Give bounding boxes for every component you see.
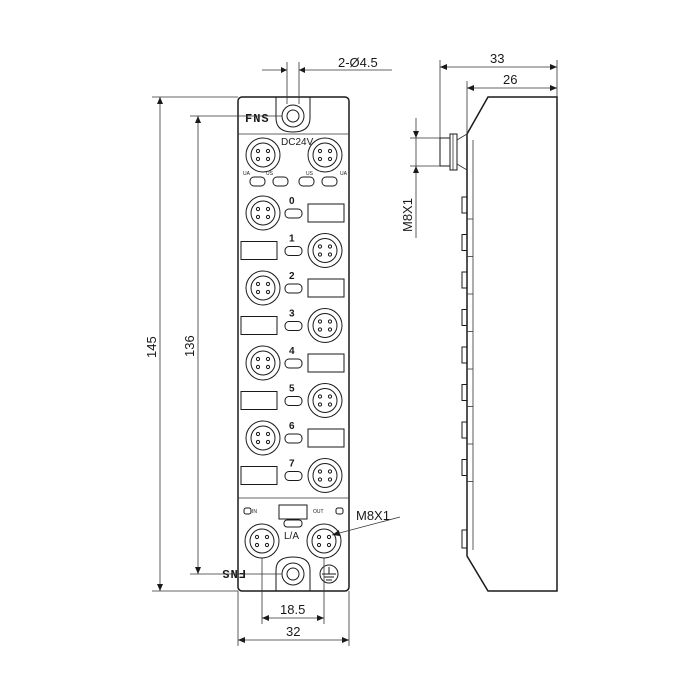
- channel-label-window: [240, 316, 278, 335]
- mounting-hole-icon: [275, 97, 311, 133]
- status-led-icon: [284, 321, 303, 331]
- status-led-icon: [284, 246, 303, 256]
- channel-label-window: [307, 203, 345, 223]
- status-led-icon: [284, 471, 303, 481]
- channel-number: 5: [289, 384, 295, 395]
- channel-number: 4: [289, 346, 295, 357]
- channel-label-window: [240, 241, 278, 260]
- front-dimensions: 2-Ø4.5 145 136 18.5 32 M8X1: [144, 55, 401, 646]
- address-window: [278, 504, 308, 520]
- channel-number: 3: [289, 309, 295, 320]
- dim-depth-total: 33: [490, 51, 504, 66]
- dim-connector-pitch: 18.5: [280, 602, 305, 617]
- channel-label-window: [307, 428, 345, 448]
- led-label-us: US: [306, 171, 314, 177]
- side-view: [439, 96, 558, 592]
- m8-connector-icon: [307, 137, 343, 173]
- m8-connector-icon: [245, 195, 281, 231]
- side-connector-stub: [461, 309, 467, 326]
- channel-label-window: [307, 353, 345, 373]
- status-led-icon: [249, 176, 266, 187]
- brand-logo-bottom: FNS: [221, 566, 246, 580]
- side-connector-stub: [461, 384, 467, 401]
- status-led-row: UA US US UA: [243, 171, 348, 187]
- label-in: IN: [252, 509, 257, 515]
- side-connector-stub: [461, 271, 467, 289]
- status-led-icon: [284, 208, 303, 219]
- side-connector-stub: [461, 234, 467, 251]
- m8-connector-icon: [245, 420, 281, 456]
- brand-logo-top: FNS: [245, 112, 270, 126]
- m8-connector-icon: [244, 523, 280, 559]
- status-led-icon: [298, 176, 315, 187]
- link-label: L/A: [284, 531, 299, 542]
- status-led-icon: [284, 358, 303, 369]
- front-view: FNS DC24V UA US US UA 0 1 2 3 4 5 6 7: [221, 96, 350, 592]
- dim-connector-thread-side: M8X1: [400, 198, 415, 232]
- ground-icon: [319, 564, 339, 584]
- m8-connector-icon: [306, 523, 342, 559]
- side-dimensions: 33 26 M8X1: [400, 51, 558, 238]
- led-label-us: US: [266, 171, 274, 177]
- dim-depth-body: 26: [503, 72, 517, 87]
- io-channels: 0 1 2 3 4 5 6 7: [240, 195, 345, 493]
- side-connector-profile: [461, 196, 473, 549]
- status-led-icon: [284, 283, 303, 294]
- m8-connector-icon: [245, 345, 281, 381]
- channel-number: 2: [289, 271, 295, 282]
- channel-label-window: [240, 466, 278, 485]
- dim-width: 32: [286, 624, 300, 639]
- status-led-icon: [272, 176, 289, 187]
- supply-label: DC24V: [281, 137, 314, 148]
- side-housing-outline: [466, 96, 558, 592]
- led-label-ua: UA: [243, 171, 251, 177]
- channel-number: 7: [289, 459, 295, 470]
- m8-connector-icon: [307, 458, 343, 493]
- m8-connector-icon: [307, 383, 343, 418]
- housing-outline: [237, 96, 350, 592]
- status-led-icon: [284, 396, 303, 406]
- side-connector-stub: [461, 421, 467, 439]
- m8-connector-icon: [439, 133, 468, 171]
- dim-hole-pitch: 136: [182, 335, 197, 357]
- side-connector-stub: [461, 529, 467, 549]
- side-connector-stub: [461, 346, 467, 364]
- channel-label-window: [240, 391, 278, 410]
- led-label-ua: UA: [340, 171, 348, 177]
- m8-connector-icon: [245, 137, 281, 173]
- status-led-icon: [321, 176, 338, 187]
- mounting-hole-icon: [275, 556, 311, 591]
- m8-connector-icon: [307, 308, 343, 343]
- channel-number: 1: [289, 234, 295, 245]
- dim-holes: 2-Ø4.5: [338, 55, 378, 70]
- dim-connector-thread-front: M8X1: [356, 508, 390, 523]
- dim-height-total: 145: [144, 336, 159, 358]
- status-led-icon: [284, 433, 303, 444]
- m8-connector-icon: [245, 270, 281, 306]
- channel-number: 6: [289, 421, 295, 432]
- side-connector-stub: [461, 459, 467, 476]
- channel-label-window: [307, 278, 345, 298]
- channel-number: 0: [289, 196, 295, 207]
- side-connector-stub: [461, 196, 467, 214]
- label-out: OUT: [313, 509, 324, 515]
- m8-connector-icon: [307, 233, 343, 268]
